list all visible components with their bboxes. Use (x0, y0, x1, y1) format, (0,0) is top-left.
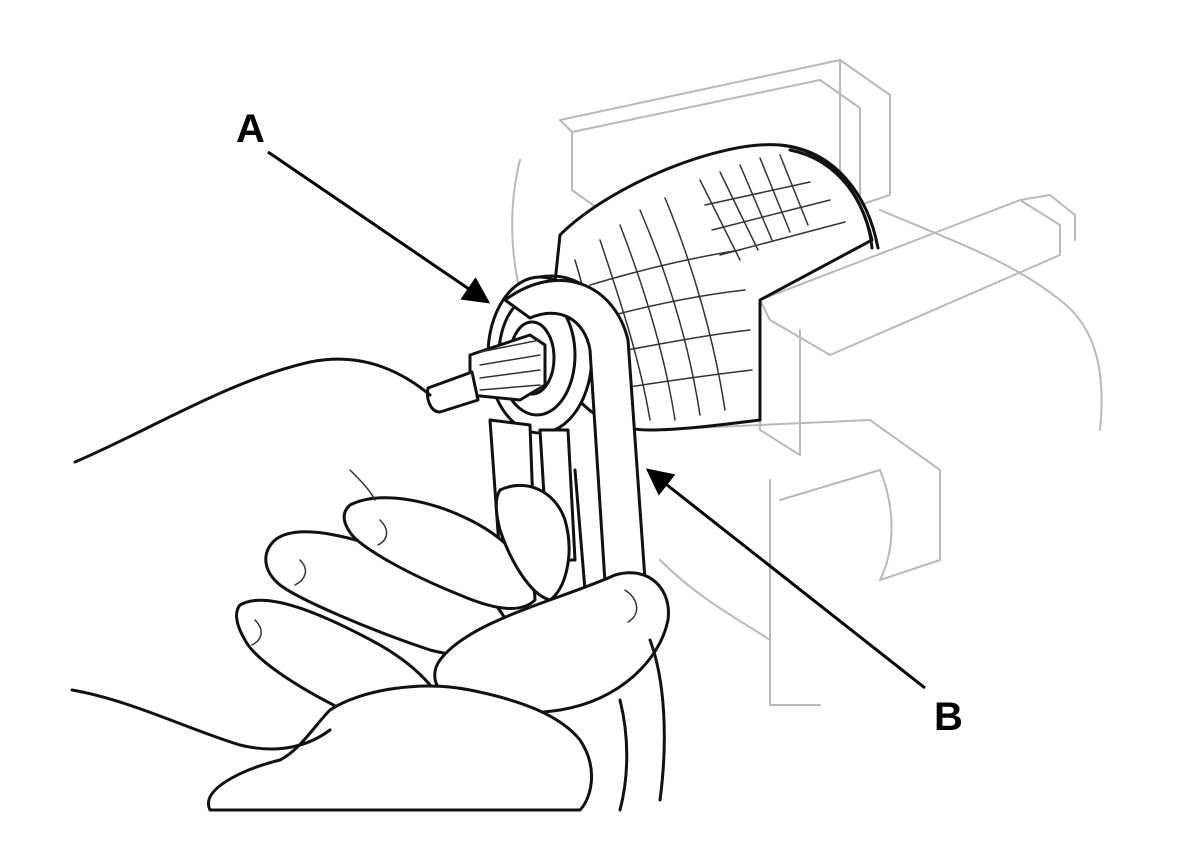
hand (70, 357, 670, 812)
leader-line-b (645, 468, 926, 690)
callout-label-a: A (236, 107, 265, 151)
leader-line-a (267, 150, 491, 304)
splined-shaft (426, 333, 547, 414)
callout-label-b: B (934, 695, 963, 739)
vise-fixture (511, 59, 1103, 706)
